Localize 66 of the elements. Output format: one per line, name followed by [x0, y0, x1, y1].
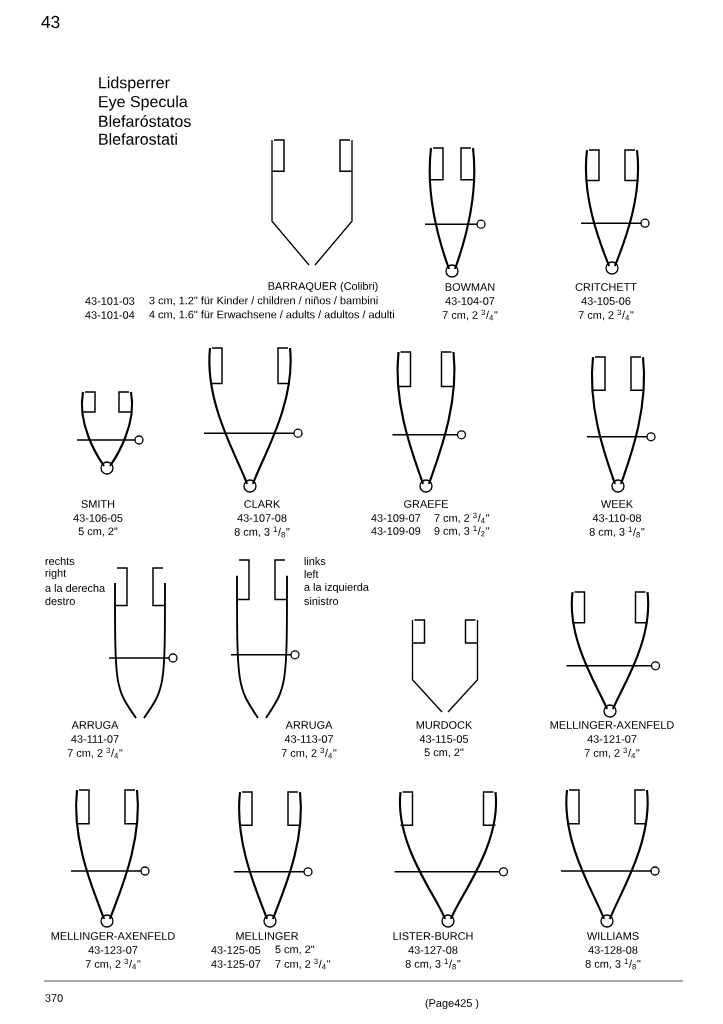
- catalog-number: 43-105-06: [581, 297, 631, 305]
- catalog-number: 43-127-08: [408, 946, 458, 954]
- page-reference: (Page425 ): [425, 998, 479, 1010]
- catalog-number: 43-106-05: [73, 514, 123, 522]
- side-note: a la derecha: [45, 584, 106, 592]
- side-note: links: [304, 557, 326, 565]
- size-text: 5 cm, 2": [275, 945, 315, 955]
- heading-text: Blefaróstatos: [99, 115, 191, 127]
- side-note: destro: [45, 597, 75, 605]
- catalog-number: 43-104-07: [445, 297, 495, 305]
- size-text: 3 cm, 1.2" für Kinder / children / niños / bambini: [149, 296, 378, 306]
- instrument-name: ARRUGA: [285, 721, 333, 729]
- instrument-name: LISTER-BURCH: [393, 932, 473, 940]
- size-text: 8 cm, 3 $^{1}$/$_{8}$": [405, 958, 461, 970]
- instrument-name: CRITCHETT: [575, 283, 637, 291]
- size-text: 5 cm, 2": [78, 527, 118, 537]
- size-text: 8 cm, 3 $^{1}$/$_{8}$": [234, 526, 290, 538]
- size-text: 8 cm, 3 $^{1}$/$_{8}$": [589, 526, 645, 538]
- catalog-number: 43-121-07: [587, 735, 637, 743]
- page-number: 43: [41, 15, 60, 29]
- size-text: 7 cm, 2 $^{3}$/$_{4}$": [85, 958, 141, 970]
- size-text: 7 cm, 2 $^{3}$/$_{4}$": [281, 747, 337, 759]
- catalog-number: 43-111-07: [71, 735, 119, 743]
- size-text: 4 cm, 1.6" für Erwachsene / adults / adultos / adulti: [149, 310, 394, 320]
- catalog-number: 43-113-07: [284, 735, 333, 743]
- catalog-number: 43-109-07: [371, 514, 421, 522]
- catalog-number: 43-101-03: [85, 297, 135, 305]
- side-note: right: [45, 568, 67, 580]
- heading-text: Eye Specula: [99, 95, 188, 111]
- catalog-number: 43-125-05: [211, 946, 261, 954]
- heading-text: Blefarostati: [99, 133, 177, 145]
- side-note: sinistro: [304, 597, 339, 605]
- size-text: 7 cm, 2 $^{3}$/$_{4}$": [578, 309, 634, 321]
- catalog-number: 43-128-08: [588, 946, 638, 954]
- heading-text: Lidsperrer: [99, 76, 170, 92]
- size-text: 9 cm, 3 $^{1}$/$_{2}$": [434, 525, 490, 537]
- side-note: left: [304, 570, 319, 578]
- instrument-name: CLARK: [244, 500, 281, 508]
- catalog-number: 43-109-09: [371, 527, 421, 535]
- size-text: 8 cm, 3 $^{1}$/$_{8}$": [585, 958, 641, 970]
- catalog-number: 43-125-07: [211, 960, 261, 968]
- size-text: 7 cm, 2 $^{3}$/$_{4}$": [584, 747, 640, 759]
- catalog-number: 43-107-08: [237, 514, 287, 522]
- page-number: 370: [45, 994, 63, 1002]
- instrument-name: BARRAQUER (Colibri): [268, 281, 378, 293]
- catalog-number: 43-101-04: [85, 311, 135, 319]
- instrument-name: MELLINGER-AXENFELD: [51, 932, 175, 940]
- instrument-name: MELLINGER-AXENFELD: [550, 721, 674, 729]
- instrument-name: ARRUGA: [71, 721, 119, 729]
- catalog-number: 43-123-07: [88, 946, 138, 954]
- instrument-name: BOWMAN: [445, 283, 495, 291]
- instrument-name: WILLIAMS: [586, 932, 639, 940]
- size-text: 7 cm, 2 $^{3}$/$_{4}$": [434, 512, 490, 524]
- size-text: 7 cm, 2 $^{3}$/$_{4}$": [442, 309, 498, 321]
- catalog-number: 43-110-08: [592, 514, 642, 522]
- size-text: 5 cm, 2": [424, 748, 464, 758]
- instrument-name: WEEK: [600, 500, 633, 508]
- instrument-name: GRAEFE: [404, 500, 448, 508]
- instrument-name: MURDOCK: [416, 721, 473, 729]
- size-text: 7 cm, 2 $^{3}$/$_{4}$": [275, 958, 331, 970]
- side-note: a la izquierda: [304, 582, 369, 594]
- side-note: rechts: [45, 557, 75, 565]
- instrument-name: SMITH: [81, 500, 115, 508]
- size-text: 7 cm, 2 $^{3}$/$_{4}$": [67, 747, 123, 759]
- catalog-number: 43-115-05: [419, 735, 469, 743]
- instrument-name: MELLINGER: [236, 932, 299, 940]
